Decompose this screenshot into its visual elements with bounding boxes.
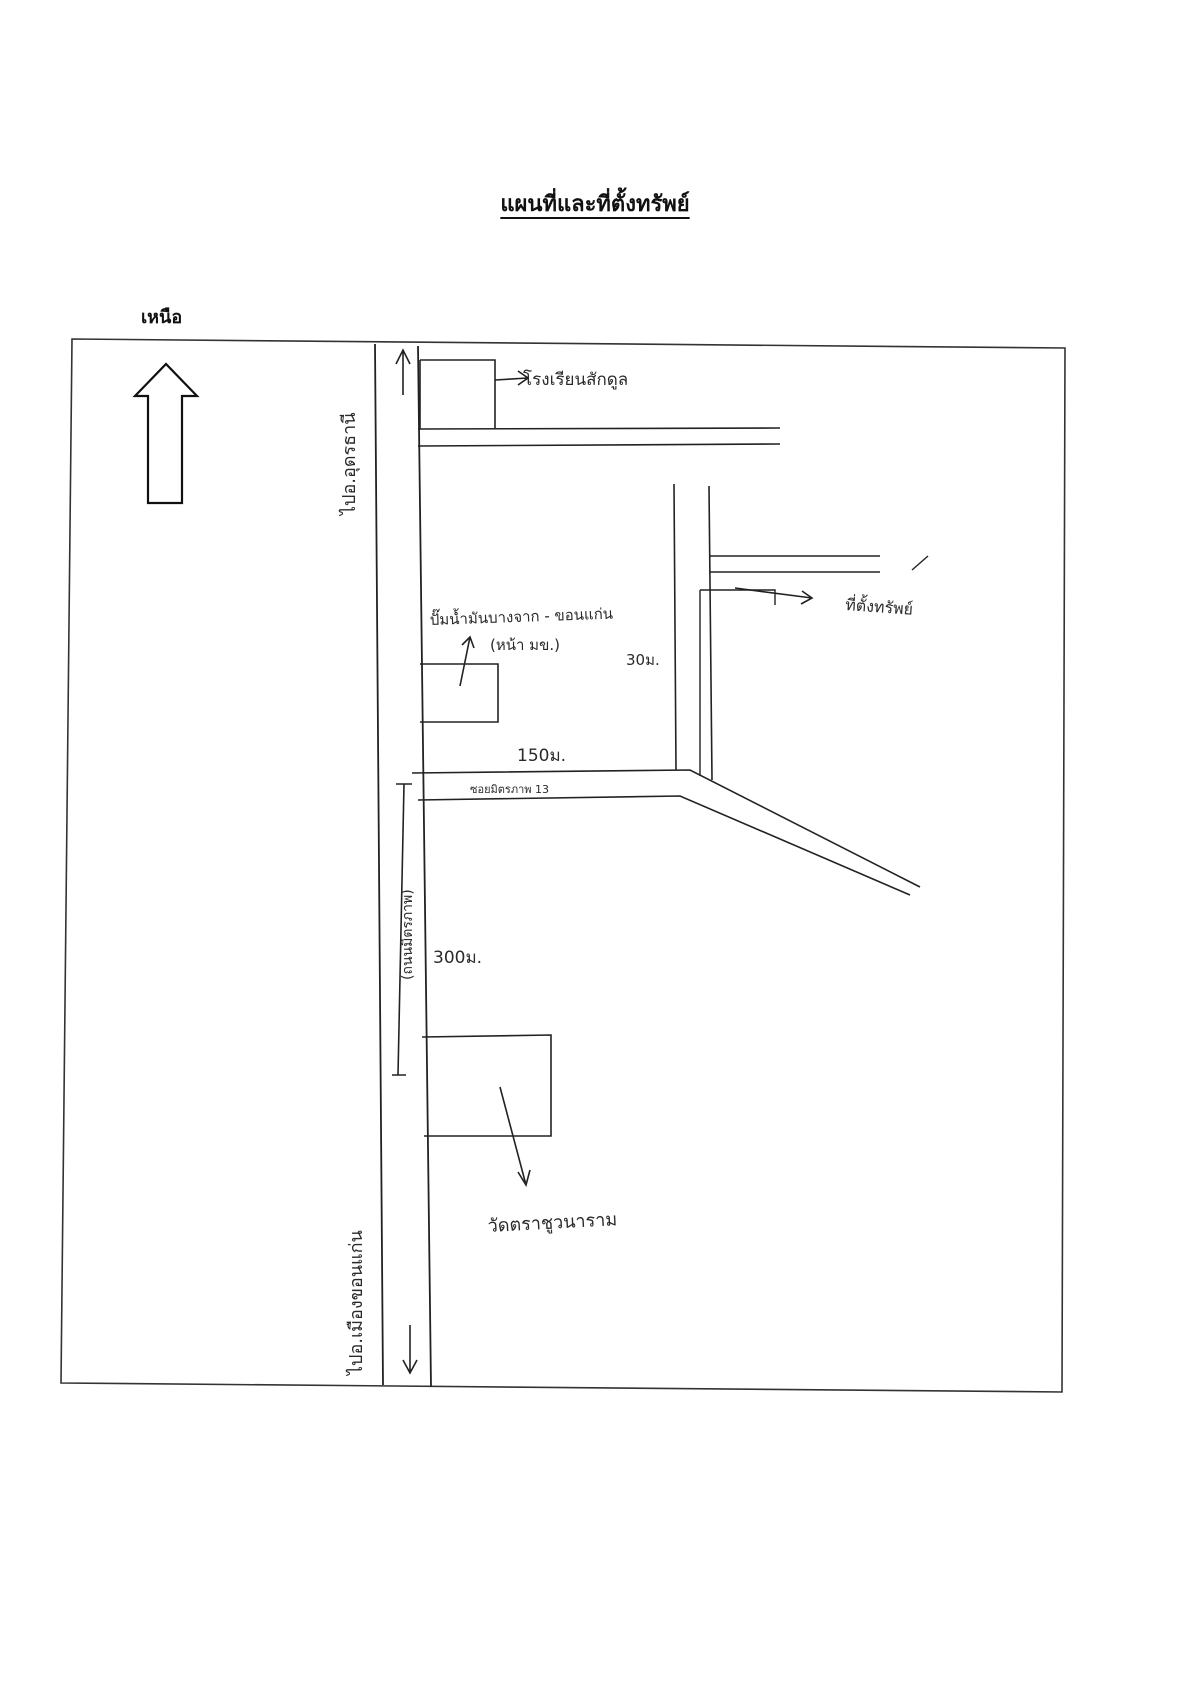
property-lane — [709, 555, 880, 573]
gas-station-label: ปั๊มน้ำมันบางจาก - ขอนแก่น — [429, 603, 613, 629]
property-mark — [911, 555, 929, 571]
to-udon-label: ไปอ.อุดรธานี — [338, 412, 360, 517]
gas-station-pointer-arrow — [459, 635, 475, 687]
temple-pointer-arrow — [499, 1086, 531, 1188]
down-arrow-icon — [402, 1325, 418, 1375]
school-road — [417, 427, 781, 447]
property-access-road — [673, 483, 713, 781]
dist-150-label: 150ม. — [517, 746, 566, 766]
gas-station-building — [420, 663, 499, 723]
property-plot — [699, 589, 776, 776]
gas-station-note: (หน้า มข.) — [490, 636, 560, 654]
soi-road — [411, 769, 921, 896]
temple-label: วัดตราชูวนาราม — [487, 1209, 618, 1237]
up-arrow-icon — [395, 348, 411, 395]
highway-road — [374, 343, 432, 1388]
property-pointer-arrow — [734, 587, 814, 605]
dist-300-label: 300ม. — [433, 948, 482, 968]
highway-label: (ถนนมิตรภาพ) — [400, 889, 416, 980]
soi-label: ซอยมิตรภาพ 13 — [470, 783, 549, 796]
temple-building — [421, 1034, 552, 1137]
dist-30-label: 30ม. — [626, 651, 660, 669]
north-arrow-icon — [132, 362, 200, 505]
map-frame — [60, 338, 1066, 1393]
school-pointer-arrow — [494, 370, 530, 386]
to-khonkaen-label: ไปอ.เมืองขอนแก่น — [345, 1230, 367, 1377]
school-building — [419, 359, 496, 429]
page-title: แผนที่และที่ตั้งทรัพย์ — [500, 192, 690, 217]
school-label: โรงเรียนสักดูล — [523, 369, 628, 390]
north-label: เหนือ — [141, 307, 183, 328]
property-label: ที่ตั้งทรัพย์ — [845, 593, 914, 619]
distance-bracket — [392, 783, 412, 1076]
